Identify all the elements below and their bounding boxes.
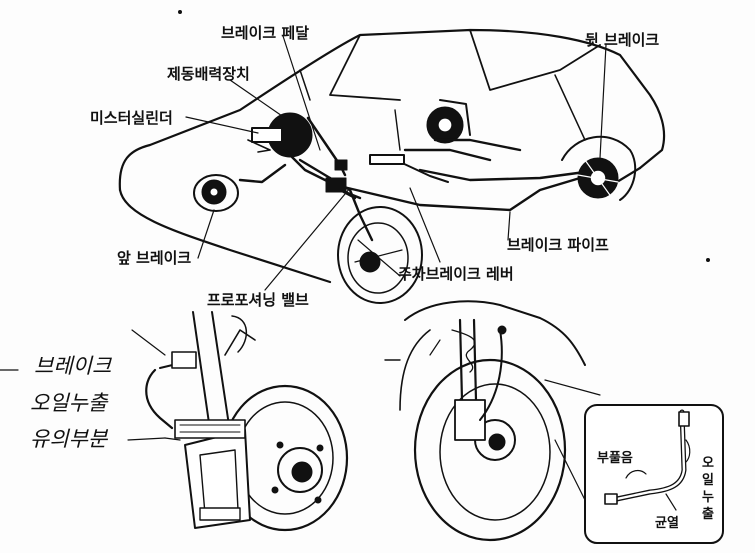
handwriting-line-2: 오일누출 [30, 391, 108, 415]
label-rear-brake: 뒷 브레이크 [585, 31, 660, 49]
speck [706, 258, 710, 262]
rear-wheel-top [561, 135, 637, 201]
front-brake-top [193, 174, 239, 212]
label-crack: 균열 [655, 516, 679, 531]
brake-booster-top [247, 112, 348, 177]
label-parking-brake-lever: 주차브레이크 레버 [398, 265, 514, 283]
label-proportioning-valve: 프로포셔닝 밸브 [207, 291, 309, 309]
hose-inset [584, 404, 724, 544]
label-swelling: 부풀음 [597, 451, 633, 466]
handwriting-line-3: 유의부분 [30, 427, 108, 451]
label-oil-leak: 오일누출 [702, 456, 714, 522]
disc-brake-detail [127, 311, 349, 532]
wheel-hose-detail [384, 300, 601, 542]
parking-brake-lever-top [369, 154, 449, 183]
car-body-outline [118, 28, 666, 284]
proportioning-valve-top [325, 177, 347, 193]
handwriting-line-1: 브레이크 [34, 354, 112, 378]
label-brake-pipe: 브레이크 파이프 [507, 236, 609, 254]
front-wheel-top [337, 206, 423, 304]
label-brake-pedal: 브레이크 페달 [221, 24, 310, 42]
label-master-cylinder: 미스터실린더 [90, 109, 173, 127]
label-brake-booster: 제동배력장치 [167, 65, 250, 83]
label-front-brake: 앞 브레이크 [117, 249, 192, 267]
leader-lines [185, 35, 607, 291]
speck [178, 10, 182, 14]
rear-drum-top [426, 99, 471, 144]
